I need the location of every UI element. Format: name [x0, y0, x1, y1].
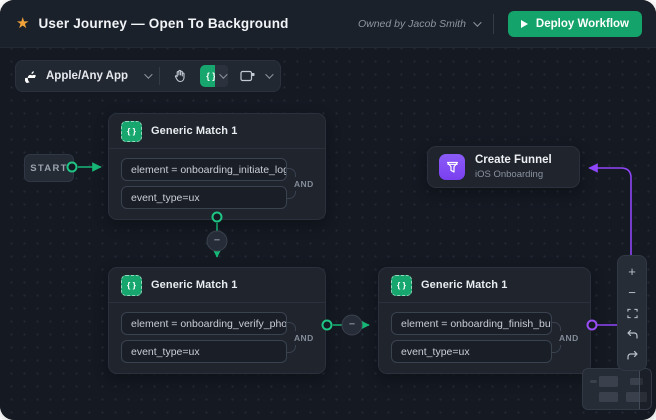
funnel-title: Create Funnel — [475, 154, 552, 167]
and-operator: AND — [552, 312, 582, 363]
page-title: User Journey — Open To Background — [38, 16, 289, 31]
redo-button[interactable] — [618, 345, 646, 365]
favorite-star-icon[interactable]: ★ — [16, 15, 30, 32]
minus-icon: − — [628, 284, 636, 300]
funnel-text: Create Funnel iOS Onboarding — [475, 154, 552, 179]
node-header: { } Generic Match 1 — [379, 268, 590, 303]
record-tool[interactable] — [237, 65, 259, 87]
node-body: element = onboarding_verify_phone event_… — [109, 303, 325, 373]
redo-icon — [626, 350, 638, 360]
minimap-node — [630, 378, 643, 385]
and-label: AND — [293, 330, 315, 345]
match1-output-port[interactable] — [211, 211, 223, 223]
undo-button[interactable] — [618, 324, 646, 344]
zoom-in-button[interactable]: + — [618, 261, 646, 281]
canvas-controls: + − — [617, 255, 647, 371]
workflow-canvas[interactable]: Apple/Any App { } START — [0, 48, 656, 420]
braces-icon: { } — [121, 120, 142, 142]
owner-dropdown[interactable]: Owned by Jacob Smith — [357, 17, 482, 30]
header-divider — [492, 13, 494, 34]
match3-output-port[interactable] — [586, 319, 598, 331]
code-tool-dropdown[interactable] — [215, 65, 228, 87]
chevron-down-icon — [473, 17, 482, 27]
node-title: Generic Match 1 — [151, 125, 238, 137]
node-body: element = onboarding_initiate_login even… — [109, 149, 325, 219]
node-header: { } Generic Match 1 — [109, 268, 325, 303]
toolbar-divider — [159, 67, 160, 85]
minimap[interactable] — [582, 368, 652, 410]
braces-icon: { } — [206, 71, 216, 81]
condition-field[interactable]: element = onboarding_finish_button — [391, 312, 552, 335]
zoom-out-button[interactable]: − — [618, 282, 646, 302]
condition-field[interactable]: event_type=ux — [121, 186, 287, 209]
and-operator: AND — [287, 158, 317, 209]
and-operator: AND — [287, 312, 317, 363]
minimap-node — [599, 376, 618, 387]
hand-icon — [174, 69, 185, 83]
minimap-viewport — [639, 369, 651, 409]
minimap-node — [599, 392, 618, 402]
match2-output-port[interactable] — [321, 319, 333, 331]
condition-field[interactable]: element = onboarding_initiate_login — [121, 158, 287, 181]
braces-glyph: { } — [127, 280, 136, 290]
edge-operator-badge[interactable]: − — [206, 230, 228, 252]
start-node[interactable]: START — [24, 154, 74, 182]
braces-glyph: { } — [127, 126, 136, 136]
apple-icon — [25, 70, 37, 83]
title-group: ★ User Journey — Open To Background — [16, 16, 289, 31]
play-icon — [520, 19, 528, 28]
pan-hand-tool[interactable] — [169, 65, 191, 87]
app-selector[interactable]: Apple/Any App — [25, 69, 153, 84]
node-header: { } Generic Match 1 — [109, 114, 325, 149]
node-generic-match-1[interactable]: { } Generic Match 1 element = onboarding… — [108, 113, 326, 220]
node-body: element = onboarding_finish_button event… — [379, 303, 590, 373]
and-label: AND — [558, 330, 580, 345]
braces-icon: { } — [391, 274, 412, 296]
undo-icon — [626, 329, 638, 339]
funnel-subtitle: iOS Onboarding — [475, 168, 544, 180]
deploy-workflow-button[interactable]: Deploy Workflow — [507, 10, 642, 37]
deploy-workflow-label: Deploy Workflow — [535, 17, 629, 30]
app-selector-label: Apple/Any App — [46, 70, 128, 82]
canvas-toolbar: Apple/Any App { } — [15, 60, 281, 92]
funnel-icon — [439, 154, 465, 180]
node-create-funnel[interactable]: Create Funnel iOS Onboarding — [427, 146, 580, 188]
condition-field[interactable]: element = onboarding_verify_phone — [121, 312, 287, 335]
plus-icon: + — [628, 263, 636, 279]
and-label: AND — [293, 176, 315, 191]
edge-operator-badge[interactable]: − — [341, 314, 363, 336]
chevron-down-icon — [218, 70, 228, 79]
minimap-node — [590, 380, 597, 383]
header-actions: Owned by Jacob Smith Deploy Workflow — [357, 10, 642, 37]
node-title: Generic Match 1 — [421, 279, 508, 291]
node-generic-match-2[interactable]: { } Generic Match 1 element = onboarding… — [108, 267, 326, 374]
braces-glyph: { } — [397, 280, 406, 290]
fit-view-icon — [626, 308, 638, 318]
minimap-node — [626, 392, 647, 402]
video-camera-icon — [240, 70, 255, 82]
chevron-down-icon[interactable] — [265, 70, 274, 79]
braces-icon: { } — [121, 274, 142, 296]
top-bar: ★ User Journey — Open To Background Owne… — [0, 0, 656, 48]
condition-field[interactable]: event_type=ux — [391, 340, 552, 363]
chevron-down-icon — [144, 70, 153, 79]
owner-label: Owned by Jacob Smith — [357, 17, 466, 30]
condition-field[interactable]: event_type=ux — [121, 340, 287, 363]
node-title: Generic Match 1 — [151, 279, 238, 291]
fit-view-button[interactable] — [618, 303, 646, 323]
start-output-port[interactable] — [66, 161, 78, 173]
node-generic-match-3[interactable]: { } Generic Match 1 element = onboarding… — [378, 267, 591, 374]
